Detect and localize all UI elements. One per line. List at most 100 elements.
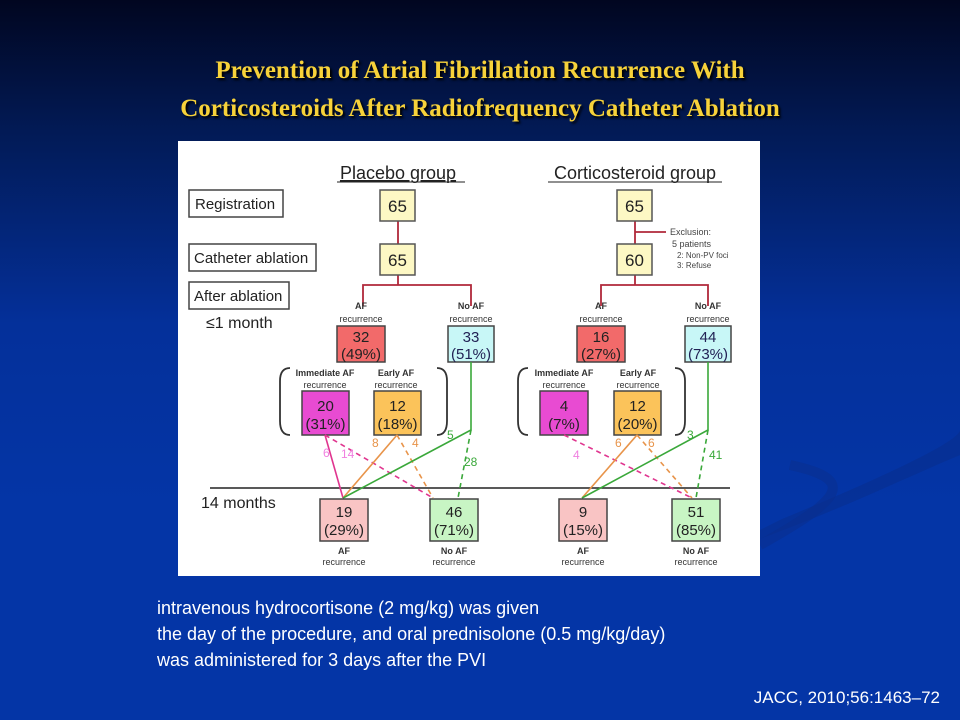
svg-text:(31%): (31%) xyxy=(305,416,345,433)
flow-label: 6 xyxy=(648,436,655,450)
svg-text:46: 46 xyxy=(446,504,463,521)
study-flow-diagram: Registration Catheter ablation After abl… xyxy=(178,141,760,576)
svg-text:51: 51 xyxy=(688,504,705,521)
svg-text:Early AF: Early AF xyxy=(378,368,415,378)
svg-text:AF: AF xyxy=(577,546,589,556)
placebo-registration-box: 65 xyxy=(379,189,416,222)
corticosteroid-noaf-box: 44 (73%) xyxy=(684,325,732,363)
svg-text:65: 65 xyxy=(388,197,407,216)
flow-label: 14 xyxy=(341,447,355,461)
flow-label: 28 xyxy=(464,455,478,469)
svg-text:(73%): (73%) xyxy=(688,346,728,363)
svg-text:(85%): (85%) xyxy=(676,522,716,539)
flow-label: 6 xyxy=(323,446,330,460)
after-ablation-label: After ablation xyxy=(194,288,282,305)
svg-text:No AF: No AF xyxy=(458,301,485,311)
svg-text:20: 20 xyxy=(317,398,334,415)
svg-text:AF: AF xyxy=(355,301,367,311)
svg-text:65: 65 xyxy=(625,197,644,216)
placebo-early-box: 12 (18%) xyxy=(373,390,422,436)
corticosteroid-final-af-box: 9 (15%) xyxy=(558,498,608,542)
caption-line: intravenous hydrocortisone (2 mg/kg) was… xyxy=(157,598,540,618)
flow-label: 8 xyxy=(372,436,379,450)
slide-title: Prevention of Atrial Fibrillation Recurr… xyxy=(0,52,960,128)
placebo-final-noaf-box: 46 (71%) xyxy=(429,498,479,542)
fourteen-months-label: 14 months xyxy=(201,495,276,512)
corticosteroid-immediate-box: 4 (7%) xyxy=(539,390,589,436)
svg-text:12: 12 xyxy=(389,398,406,415)
svg-text:No AF: No AF xyxy=(683,546,710,556)
svg-text:(71%): (71%) xyxy=(434,522,474,539)
svg-text:Early AF: Early AF xyxy=(620,368,657,378)
svg-text:recurrence: recurrence xyxy=(616,380,659,390)
stage-label-registration: Registration xyxy=(188,189,284,218)
catheter-ablation-label: Catheter ablation xyxy=(194,250,308,267)
placebo-immediate-box: 20 (31%) xyxy=(301,390,350,436)
placebo-af-box: 32 (49%) xyxy=(336,325,386,363)
flow-label: 4 xyxy=(412,436,419,450)
svg-text:16: 16 xyxy=(593,329,610,346)
flow-label: 41 xyxy=(709,448,723,462)
svg-text:AF: AF xyxy=(338,546,350,556)
svg-text:(15%): (15%) xyxy=(563,522,603,539)
svg-text:No AF: No AF xyxy=(695,301,722,311)
one-month-label: ≤1 month xyxy=(206,315,273,332)
svg-text:recurrence: recurrence xyxy=(579,314,622,324)
flow-label: 4 xyxy=(573,448,580,462)
svg-text:(29%): (29%) xyxy=(324,522,364,539)
svg-text:32: 32 xyxy=(353,329,370,346)
svg-text:33: 33 xyxy=(463,329,480,346)
svg-text:No AF: No AF xyxy=(441,546,468,556)
svg-text:(7%): (7%) xyxy=(548,416,580,433)
svg-text:4: 4 xyxy=(560,398,568,415)
svg-text:(20%): (20%) xyxy=(617,416,657,433)
registration-label: Registration xyxy=(195,196,275,213)
flow-label: 5 xyxy=(447,428,454,442)
corticosteroid-af-box: 16 (27%) xyxy=(576,325,626,363)
placebo-ablation-box: 65 xyxy=(379,243,416,276)
svg-text:12: 12 xyxy=(629,398,646,415)
svg-text:recurrence: recurrence xyxy=(374,380,417,390)
caption-line: the day of the procedure, and oral predn… xyxy=(157,624,666,644)
svg-text:recurrence: recurrence xyxy=(432,557,475,567)
svg-text:(27%): (27%) xyxy=(581,346,621,363)
svg-text:65: 65 xyxy=(388,251,407,270)
svg-text:5 patients: 5 patients xyxy=(672,239,712,249)
svg-text:(51%): (51%) xyxy=(451,346,491,363)
caption-line: was administered for 3 days after the PV… xyxy=(157,650,487,670)
title-line-2: Corticosteroids After Radiofrequency Cat… xyxy=(180,95,780,122)
svg-text:Immediate AF: Immediate AF xyxy=(535,368,594,378)
svg-text:19: 19 xyxy=(336,504,353,521)
svg-text:recurrence: recurrence xyxy=(303,380,346,390)
corticosteroid-early-box: 12 (20%) xyxy=(613,390,662,436)
stage-label-after-ablation: After ablation xyxy=(188,281,290,310)
svg-text:3: Refuse: 3: Refuse xyxy=(677,261,712,270)
svg-text:(49%): (49%) xyxy=(341,346,381,363)
svg-text:Immediate AF: Immediate AF xyxy=(296,368,355,378)
svg-text:recurrence: recurrence xyxy=(561,557,604,567)
corticosteroid-final-noaf-box: 51 (85%) xyxy=(671,498,721,542)
corticosteroid-ablation-box: 60 xyxy=(616,243,653,276)
corticosteroid-tree-lines xyxy=(600,221,709,306)
placebo-final-af-box: 19 (29%) xyxy=(319,498,369,542)
svg-text:(18%): (18%) xyxy=(377,416,417,433)
stage-label-catheter-ablation: Catheter ablation xyxy=(188,243,317,272)
svg-text:44: 44 xyxy=(700,329,717,346)
svg-text:60: 60 xyxy=(625,251,644,270)
svg-text:2: Non-PV foci: 2: Non-PV foci xyxy=(677,251,729,260)
svg-text:9: 9 xyxy=(579,504,587,521)
svg-text:recurrence: recurrence xyxy=(674,557,717,567)
svg-text:recurrence: recurrence xyxy=(542,380,585,390)
placebo-heading: Placebo group xyxy=(340,163,456,183)
svg-text:recurrence: recurrence xyxy=(322,557,365,567)
placebo-noaf-box: 33 (51%) xyxy=(447,325,495,363)
svg-text:recurrence: recurrence xyxy=(449,314,492,324)
placebo-tree-lines xyxy=(362,221,472,306)
svg-text:recurrence: recurrence xyxy=(686,314,729,324)
placebo-flow-lines xyxy=(324,362,472,499)
flow-label: 6 xyxy=(615,436,622,450)
svg-text:AF: AF xyxy=(595,301,607,311)
exclusion-note: Exclusion: 5 patients 2: Non-PV foci 3: … xyxy=(670,227,729,270)
treatment-caption: intravenous hydrocortisone (2 mg/kg) was… xyxy=(157,595,665,673)
svg-text:recurrence: recurrence xyxy=(339,314,382,324)
